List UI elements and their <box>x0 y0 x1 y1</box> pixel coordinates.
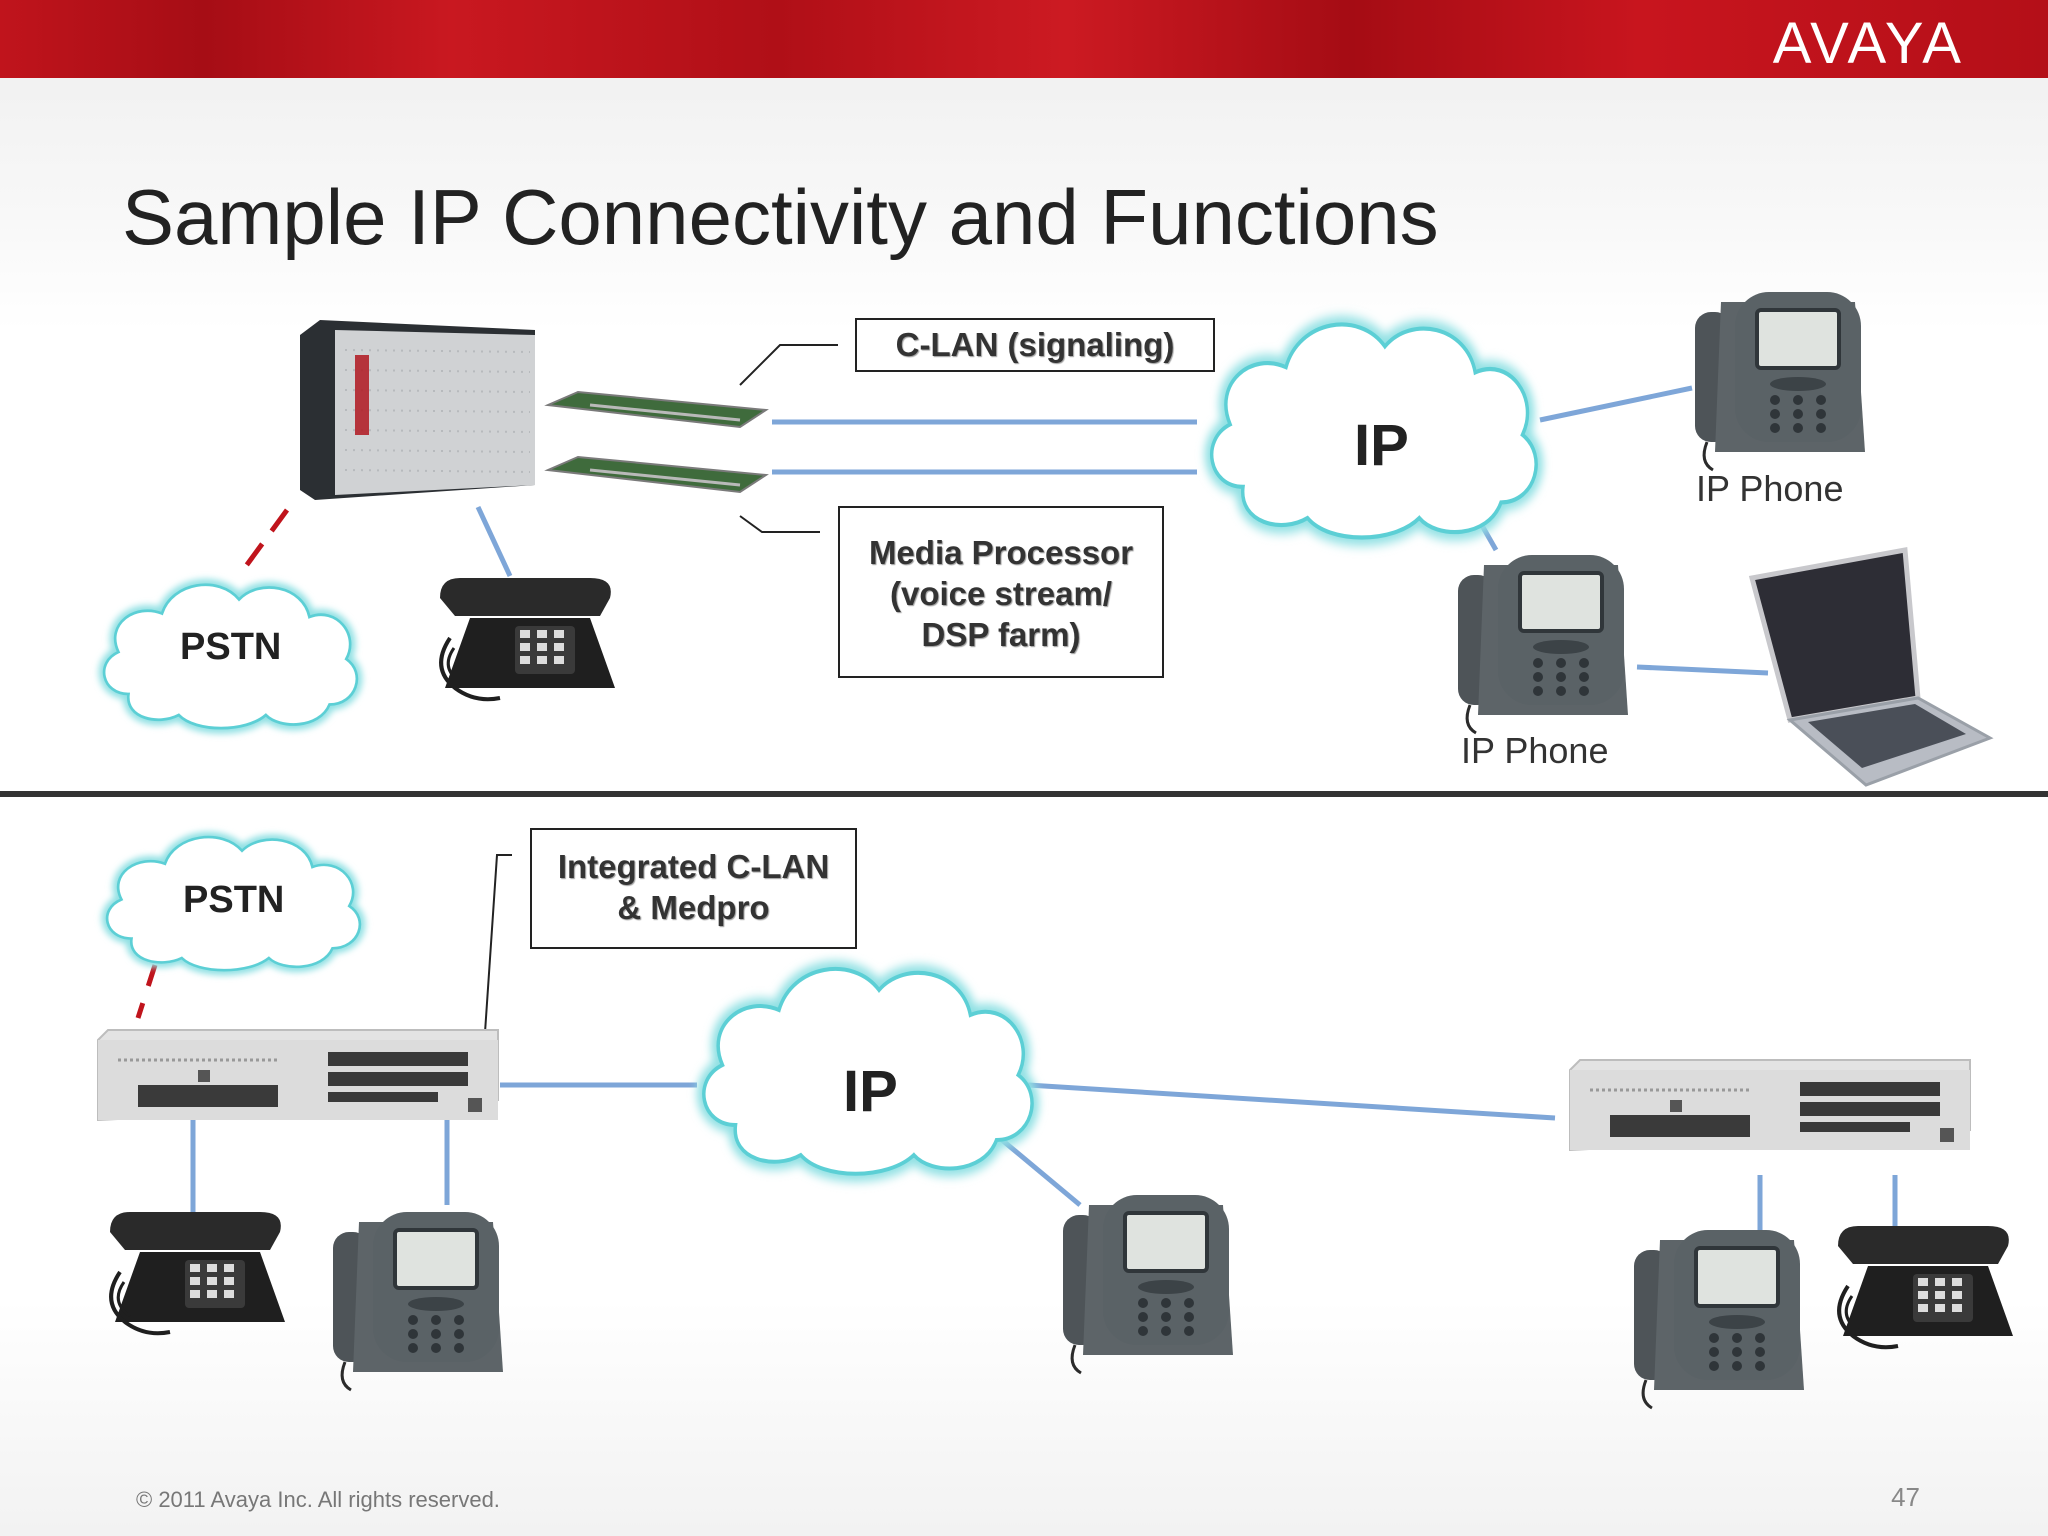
analog-phone-icon <box>108 1210 287 1336</box>
medpro-label-box: Media Processor (voice stream/ DSP farm) <box>838 506 1164 678</box>
pstn-label: PSTN <box>183 879 285 921</box>
analog-phone-icon <box>1836 1224 2015 1350</box>
ip-phone-icon <box>1632 1228 1806 1410</box>
ip-phone-icon <box>331 1210 505 1392</box>
circuit-card-icon <box>544 390 769 429</box>
server-to-analog-link <box>475 505 513 578</box>
clan-label-box: C-LAN (signaling) <box>855 318 1215 372</box>
ip-to-phone-link <box>994 1133 1082 1207</box>
ip-cloud-label: IP <box>1354 413 1409 478</box>
section-divider <box>0 791 2048 797</box>
ip-phone-icon <box>1061 1193 1235 1375</box>
clan-callout-line <box>739 344 838 386</box>
analog-phone-icon <box>438 576 617 702</box>
laptop-icon <box>1748 547 1994 787</box>
integrated-label-box: Integrated C-LAN & Medpro <box>530 828 857 949</box>
branch-gateway-icon <box>96 1028 500 1122</box>
pstn-label: PSTN <box>180 626 282 668</box>
ip-cloud-label: IP <box>843 1059 898 1124</box>
page-number: 47 <box>1891 1482 1920 1512</box>
brand-header-bar: AVAYA <box>0 0 2048 78</box>
ip-phone-label: IP Phone <box>1461 730 1609 771</box>
phone-to-laptop-link <box>1636 664 1769 676</box>
media-server-icon <box>300 320 535 500</box>
ip-phone-icon <box>1456 553 1630 735</box>
ip-to-remote-gateway-link <box>1027 1082 1556 1121</box>
circuit-card-icon <box>544 455 769 494</box>
branch-gateway-icon <box>1568 1058 1972 1152</box>
integrated-callout-line <box>482 854 512 1063</box>
ip-phone-icon <box>1693 290 1867 472</box>
copyright-footer: © 2011 Avaya Inc. All rights reserved. <box>136 1487 500 1512</box>
ip-to-phone-link <box>1539 385 1693 423</box>
medpro-callout-line <box>739 515 820 533</box>
slide-title: Sample IP Connectivity and Functions <box>122 173 1439 261</box>
avaya-logo: AVAYA <box>1772 11 1964 76</box>
pstn-dashed-link <box>243 508 290 568</box>
ip-phone-label: IP Phone <box>1696 468 1844 509</box>
pstn-dashed-link <box>135 964 158 1019</box>
